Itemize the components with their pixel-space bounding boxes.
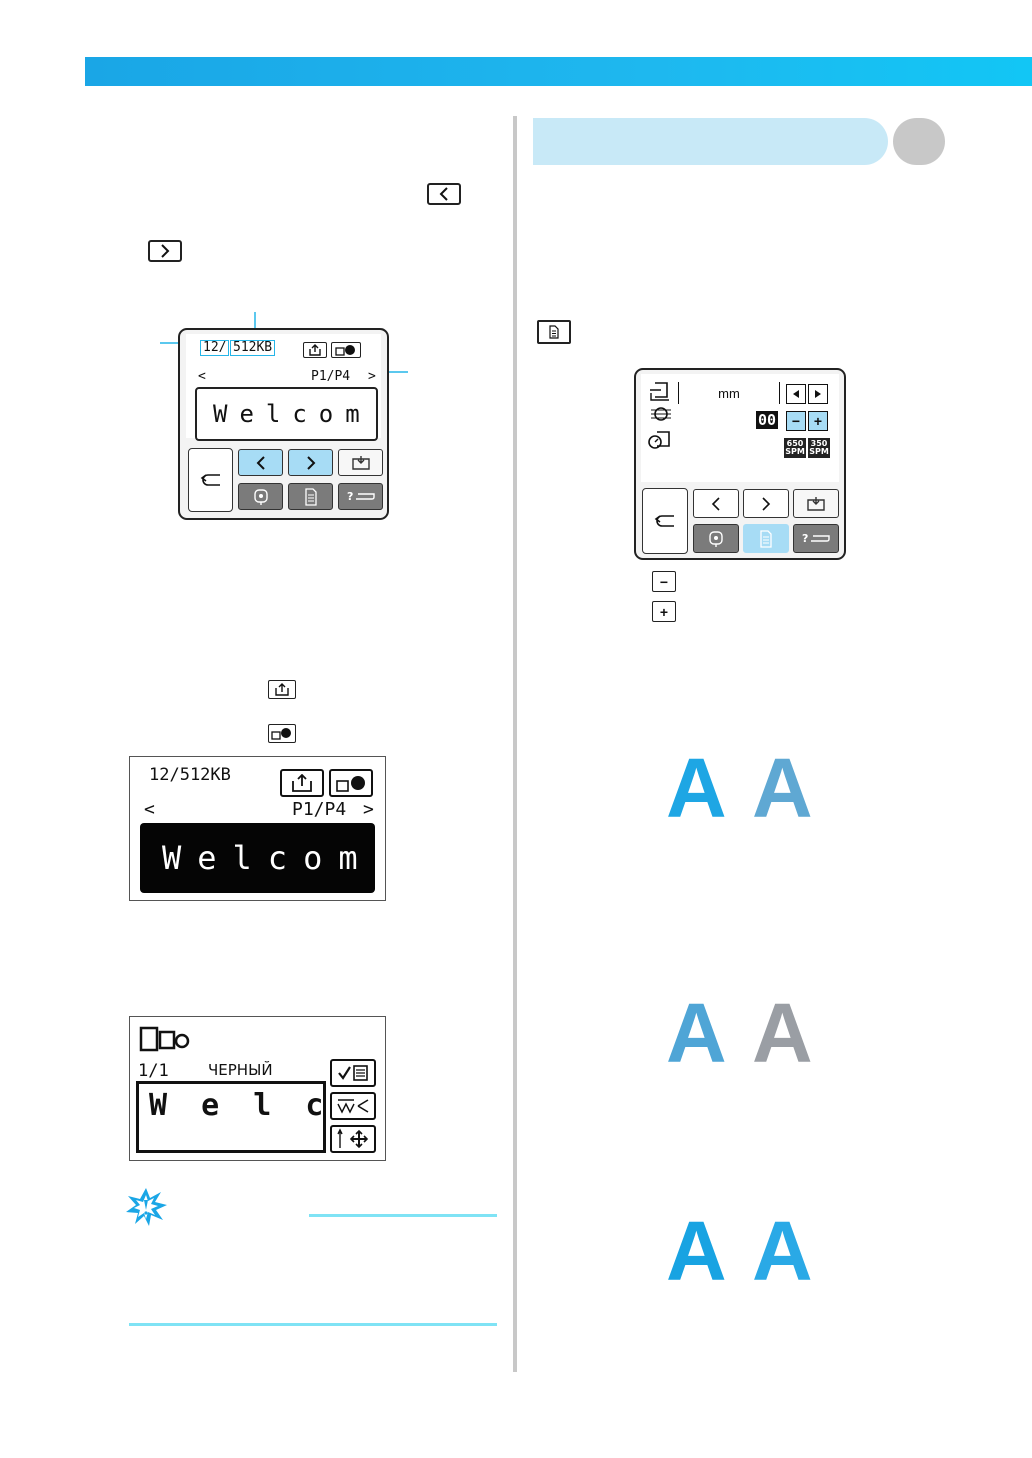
svg-text:?: ? — [347, 490, 353, 503]
plus-button[interactable]: + — [808, 411, 828, 431]
machine-panel-message: 12/ 512KB < P1/P4 > Welcom ? — [178, 328, 389, 520]
store-usb-icon — [303, 342, 327, 358]
embroidery-frame-icon — [709, 530, 723, 547]
thread-page: 1/1 — [138, 1061, 169, 1081]
message-box: Welcom — [195, 387, 378, 441]
minus-key-icon: − — [652, 571, 676, 592]
increase-arrow-button[interactable] — [808, 384, 828, 404]
store-usb-icon — [280, 769, 324, 797]
store-usb-icon — [268, 680, 296, 699]
pocket-button[interactable] — [338, 449, 383, 476]
message-box-selected: Welcom — [140, 823, 375, 893]
column-divider — [513, 116, 517, 1372]
page-next-arrow: > — [363, 799, 374, 820]
thread-color-name: ЧЕРНЫЙ — [208, 1061, 273, 1079]
back-arrow-icon — [200, 474, 220, 486]
embroidery-tab[interactable] — [238, 483, 283, 510]
letter-sample-thread: A — [666, 741, 727, 835]
back-button[interactable] — [642, 488, 688, 554]
design-count: 12/512KB — [149, 765, 231, 785]
unit-label: mm — [718, 385, 740, 401]
lcd-detail-message: 12/512KB < P1/P4 > Welcom — [129, 756, 386, 901]
machine-memory-icon — [268, 724, 296, 743]
page-prev-arrow: < — [144, 799, 155, 820]
checklist-icon — [330, 1059, 376, 1087]
decrease-arrow-button[interactable] — [786, 384, 806, 404]
section-heading-bar — [533, 118, 945, 165]
move-icon — [330, 1125, 376, 1153]
memory-capacity: 512KB — [230, 340, 276, 356]
chevron-left-icon — [256, 455, 265, 470]
chevron-left-icon — [711, 496, 720, 511]
machine-panel-settings: mm 00 − + 650 SPM 350 SPM ? — [634, 368, 846, 560]
header-bar — [85, 57, 1032, 86]
design-count: 12/ — [200, 340, 230, 356]
tension-value: 00 — [756, 411, 779, 429]
plus-key-icon: + — [652, 601, 676, 622]
letter-sample-thread: A — [666, 986, 727, 1080]
pocket-button[interactable] — [793, 489, 839, 518]
settings-page-icon — [304, 487, 317, 506]
back-arrow-icon — [654, 515, 674, 527]
letter-sample-bobbin: A — [752, 741, 813, 835]
next-button[interactable] — [743, 489, 789, 518]
embroidery-tab[interactable] — [693, 524, 739, 553]
triangle-left-icon — [793, 390, 799, 398]
machine-memory-icon — [331, 342, 361, 358]
page-indicator: P1/P4 — [311, 369, 351, 384]
next-button[interactable] — [288, 449, 333, 476]
help-icon: ? — [802, 532, 830, 545]
machine-memory-icon — [329, 769, 373, 797]
settings-page-icon — [537, 320, 571, 344]
lcd-screen: mm 00 − + 650 SPM 350 SPM — [641, 374, 839, 482]
letter-sample-bobbin: A — [752, 1204, 813, 1298]
help-icon: ? — [347, 490, 375, 503]
page-indicator: P1/P4 — [292, 799, 347, 820]
memo-icon — [126, 1188, 167, 1226]
lcd-thread-color: 1/1 ЧЕРНЫЙ W e l c — [129, 1016, 386, 1161]
speed-350-button[interactable]: 350 SPM — [808, 438, 830, 458]
settings-icons — [648, 382, 671, 449]
prev-button[interactable] — [238, 449, 283, 476]
next-key-icon — [148, 240, 182, 262]
note-top-line — [309, 1214, 497, 1217]
letter-sample-bobbin: A — [752, 986, 813, 1080]
chevron-right-icon — [306, 455, 315, 470]
pocket-icon — [807, 496, 825, 511]
page-prev-arrow: < — [198, 369, 206, 384]
tension-example-1: A A — [660, 740, 830, 835]
message-text: W e l c — [149, 1088, 332, 1123]
unit-field: mm — [678, 382, 780, 404]
embroidery-frame-icon — [253, 488, 268, 505]
minus-button[interactable]: − — [786, 411, 806, 431]
back-button[interactable] — [188, 448, 233, 512]
pocket-icon — [351, 455, 370, 470]
prev-button[interactable] — [693, 489, 739, 518]
speed-650-button[interactable]: 650 SPM — [784, 438, 806, 458]
trim-icon — [330, 1092, 376, 1120]
thread-spool-icon — [139, 1026, 190, 1052]
page-next-arrow: > — [368, 369, 376, 384]
help-tab[interactable]: ? — [793, 524, 839, 553]
letter-sample-thread: A — [666, 1204, 727, 1298]
note-bottom-line — [129, 1323, 497, 1326]
triangle-right-icon — [815, 390, 821, 398]
message-text: Welcom — [213, 400, 372, 428]
settings-page-icon — [760, 529, 772, 548]
help-tab[interactable]: ? — [338, 483, 383, 510]
svg-text:?: ? — [802, 532, 808, 545]
message-preview-box: W e l c — [136, 1081, 326, 1153]
prev-key-icon — [427, 183, 461, 205]
settings-tab[interactable] — [288, 483, 333, 510]
tension-example-3: A A — [660, 1203, 830, 1298]
tension-example-2: A A — [660, 985, 830, 1080]
message-text: Welcom — [162, 839, 374, 877]
lcd-screen: 12/ 512KB < P1/P4 > Welcom — [186, 334, 381, 441]
settings-tab-active[interactable] — [743, 524, 789, 553]
chevron-right-icon — [762, 496, 771, 511]
